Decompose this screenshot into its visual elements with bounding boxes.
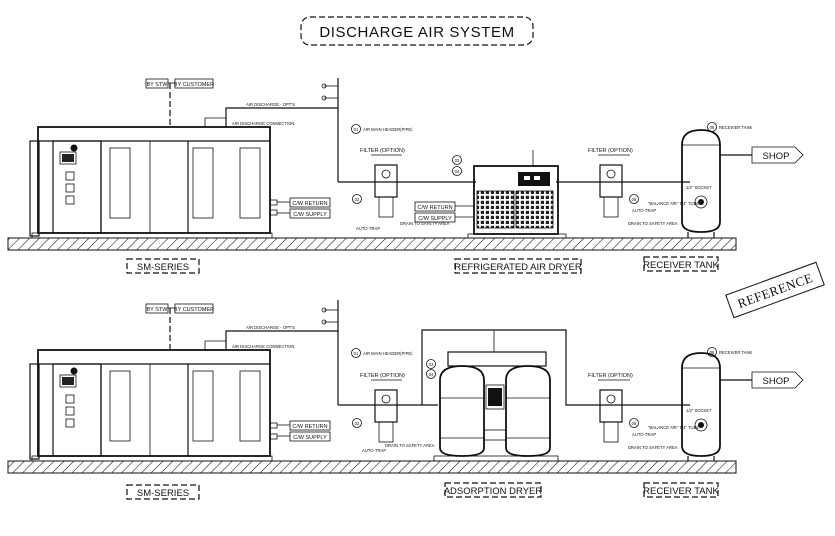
bottom-ground — [7, 460, 737, 474]
bottom-shop-arrow — [751, 371, 804, 389]
top-air-discharge-opt: AIR DISCHARGE - OPT'S — [246, 102, 295, 107]
bottom-by-stw: BY STW — [147, 307, 169, 313]
svg-text:AUTO-TRAP: AUTO-TRAP — [632, 432, 656, 437]
svg-text:02: 02 — [355, 421, 360, 426]
top-tank-label: RECEIVER TANK — [643, 260, 719, 271]
svg-text:AUTO-TRAP: AUTO-TRAP — [356, 226, 380, 231]
svg-text:01: 01 — [354, 127, 359, 132]
top-receiver-tank: 06 RECEIVER TANK 1/2" SOCKET SHOP — [681, 122, 804, 238]
svg-text:AUTO-TRAP: AUTO-TRAP — [362, 448, 386, 453]
svg-text:DRAIN TO SAFETY AREA: DRAIN TO SAFETY AREA — [385, 443, 435, 448]
svg-text:02: 02 — [355, 197, 360, 202]
top-filter-1: FILTER (OPTION) 02 AUTO-TRAP DRAIN TO SA… — [352, 148, 450, 231]
bottom-adsorption-dryer: 03 04 — [426, 351, 559, 462]
svg-text:RECEIVER TANK: RECEIVER TANK — [719, 350, 753, 355]
bottom-by-customer: BY CUSTOMER — [174, 307, 214, 313]
svg-text:1/2" SOCKET: 1/2" SOCKET — [686, 408, 712, 413]
svg-text:06: 06 — [710, 125, 715, 130]
top-air-main-header: AIR MAIN HEADER(PIPE) — [363, 127, 413, 132]
svg-text:04: 04 — [455, 169, 460, 174]
svg-text:DRAIN TO SAFETY AREA: DRAIN TO SAFETY AREA — [628, 445, 678, 450]
svg-text:FILTER (OPTION): FILTER (OPTION) — [360, 373, 405, 379]
svg-text:05: 05 — [632, 197, 637, 202]
svg-text:C/W RETURN: C/W RETURN — [417, 205, 452, 211]
top-refrigerated-dryer: 03 04 — [452, 150, 567, 239]
top-air-discharge-connection: AIR DISCHARGE CONNECTION — [232, 121, 294, 126]
svg-text:FILTER (OPTION): FILTER (OPTION) — [588, 148, 633, 154]
svg-text:04: 04 — [429, 372, 434, 377]
svg-text:AUTO-TRAP: AUTO-TRAP — [632, 208, 656, 213]
bottom-compressor-label: SM-SERIES — [137, 488, 189, 499]
svg-text:01: 01 — [354, 351, 359, 356]
bottom-air-main-header: AIR MAIN HEADER(PIPE) — [363, 351, 413, 356]
svg-text:SHOP: SHOP — [763, 151, 790, 162]
bottom-compressor — [29, 349, 273, 462]
top-shop-arrow — [751, 146, 804, 164]
bottom-air-discharge-connection: AIR DISCHARGE CONNECTION — [232, 344, 294, 349]
top-cw-return: C/W RETURN — [292, 201, 327, 207]
top-cw-supply: C/W SUPPLY — [293, 212, 327, 218]
svg-text:DRAIN TO SAFETY AREA: DRAIN TO SAFETY AREA — [628, 221, 678, 226]
top-by-stw: BY STW — [147, 82, 169, 88]
page-title: DISCHARGE AIR SYSTEM — [319, 24, 514, 41]
svg-text:C/W SUPPLY: C/W SUPPLY — [418, 216, 452, 222]
svg-text:1/2" SOCKET: 1/2" SOCKET — [686, 185, 712, 190]
bottom-filter-1: FILTER (OPTION) 02 AUTO-TRAP DRAIN TO SA… — [352, 373, 435, 453]
bottom-cw-return: C/W RETURN — [292, 424, 327, 430]
bottom-air-discharge-opt: AIR DISCHARGE - OPT'S — [246, 325, 295, 330]
top-compressor-label: SM-SERIES — [137, 262, 189, 273]
bottom-dryer-label: ADSORPTION DRYER — [444, 486, 543, 497]
top-by-customer: BY CUSTOMER — [174, 82, 214, 88]
svg-text:05: 05 — [632, 421, 637, 426]
bottom-cw-supply: C/W SUPPLY — [293, 435, 327, 441]
svg-text:RECEIVER TANK: RECEIVER TANK — [719, 125, 753, 130]
bottom-tank-label: RECEIVER TANK — [643, 486, 719, 497]
reference-stamp: REFERENCE — [725, 261, 825, 319]
bottom-receiver-tank: 06 RECEIVER TANK 1/2" SOCKET SHOP — [681, 347, 804, 461]
svg-text:03: 03 — [455, 158, 460, 163]
svg-text:03: 03 — [429, 362, 434, 367]
title-block: DISCHARGE AIR SYSTEM — [300, 16, 534, 46]
bottom-system: BY STW BY CUSTOMER AIR DISCHARGE - OPT'S… — [7, 300, 804, 500]
svg-text:"BALANCE AIR" 1/4" TUBE: "BALANCE AIR" 1/4" TUBE — [648, 425, 699, 430]
top-filter-2: FILTER (OPTION) 05 DRAIN TO SAFETY AREA … — [588, 148, 699, 226]
svg-text:DRAIN TO SAFETY AREA: DRAIN TO SAFETY AREA — [400, 221, 450, 226]
top-compressor — [29, 126, 273, 239]
svg-text:"BALANCE AIR" 1/4" TUBE: "BALANCE AIR" 1/4" TUBE — [648, 201, 699, 206]
svg-text:FILTER (OPTION): FILTER (OPTION) — [360, 148, 405, 154]
top-dryer-label: REFRIGERATED AIR DRYER — [454, 262, 582, 273]
top-ground — [7, 237, 737, 251]
bottom-filter-2: FILTER (OPTION) 05 DRAIN TO SAFETY AREA … — [588, 373, 699, 450]
svg-text:06: 06 — [710, 350, 715, 355]
svg-text:FILTER (OPTION): FILTER (OPTION) — [588, 373, 633, 379]
top-system: BY STW BY CUSTOMER AIR DISCHARGE - OPT'S… — [7, 78, 804, 274]
svg-text:SHOP: SHOP — [763, 376, 790, 387]
